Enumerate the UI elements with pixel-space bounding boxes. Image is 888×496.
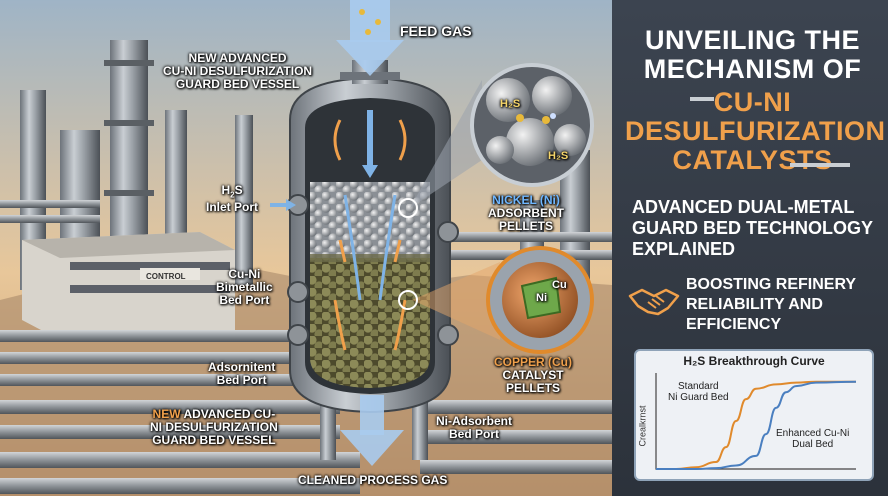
cleaned-gas-arrow bbox=[340, 395, 404, 466]
title-rule-left bbox=[690, 97, 714, 101]
adsorbent-bed-port-label: Adsornitent Bed Port bbox=[208, 360, 276, 387]
feed-gas-arrow bbox=[336, 0, 404, 76]
series-line-standard bbox=[656, 380, 856, 470]
title-rule-right bbox=[790, 163, 850, 167]
series-label-standard: Standard Ni Guard Bed bbox=[668, 381, 729, 403]
boost-text: BOOSTING REFINERY RELIABILITY AND EFFICI… bbox=[686, 276, 857, 333]
guard-bed-vessel bbox=[287, 60, 459, 460]
cu-label: Cu bbox=[552, 279, 567, 291]
breakthrough-chart: H₂S Breakthrough Curve Crealkrnst Standa… bbox=[634, 349, 874, 481]
panel-title: UNVEILING THE MECHANISM OF bbox=[643, 25, 862, 84]
panel-subtitle: ADVANCED DUAL-METAL GUARD BED TECHNOLOGY… bbox=[632, 197, 874, 259]
control-sign: CONTROL bbox=[146, 272, 186, 281]
nickel-pellets-label: NICKEL (Ni) ADSORBENT PELLETS bbox=[488, 193, 565, 233]
cleaned-gas-label: CLEANED PROCESS GAS bbox=[298, 473, 448, 487]
handshake-icon bbox=[628, 288, 680, 316]
panel-title-accent: CU-NI DESULFURIZATION CATALYSTS bbox=[625, 87, 886, 175]
series-label-enhanced: Enhanced Cu-Ni Dual Bed bbox=[776, 428, 850, 450]
nickel-callout bbox=[398, 63, 594, 218]
chart-title: H₂S Breakthrough Curve bbox=[683, 354, 825, 368]
feed-gas-label: FEED GAS bbox=[400, 23, 472, 39]
copper-callout bbox=[398, 246, 594, 354]
h2s-molecule-label-2: H₂S bbox=[548, 150, 569, 162]
series-line-enhanced bbox=[656, 380, 857, 470]
h2s-inlet-port-label: H2S Inlet Port bbox=[206, 183, 259, 215]
h2s-molecule-label-1: H₂S bbox=[500, 98, 521, 110]
ni-adsorbent-port-label: Ni-Adsorbent Bed Port bbox=[436, 414, 512, 441]
vessel-top-label: NEW ADVANCED CU-NI DESULFURIZATION GUARD… bbox=[163, 51, 313, 91]
copper-pellets-label: COPPER (Cu) CATALYST PELLETS bbox=[494, 355, 572, 395]
chart-plot bbox=[655, 373, 857, 470]
cuni-bed-port-label: Cu-Ni Bimetallic Bed Port bbox=[216, 267, 273, 307]
vessel-bottom-label: NEW ADVANCED CU- NI DESULFURIZATION GUAR… bbox=[150, 407, 278, 447]
ni-label: Ni bbox=[536, 292, 547, 304]
